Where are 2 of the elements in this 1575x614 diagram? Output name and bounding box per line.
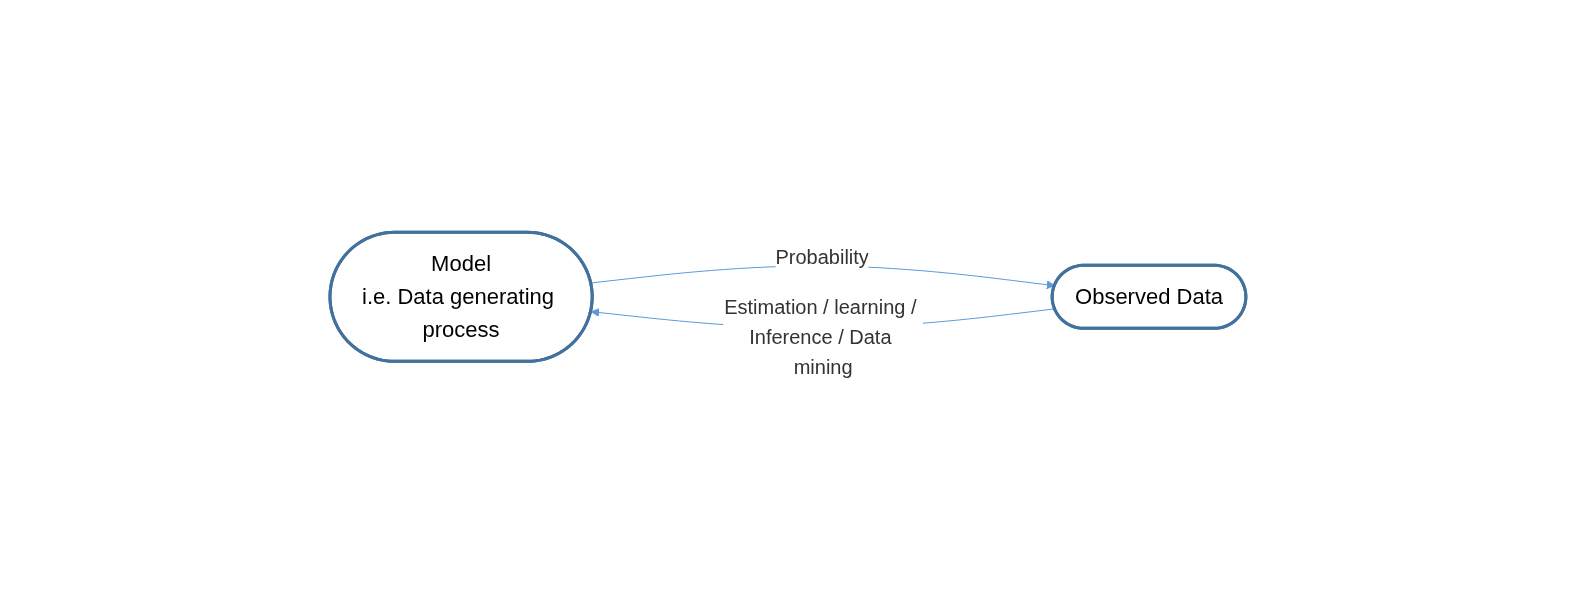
edge-label: Probability — [775, 245, 869, 268]
edge-label: Estimation / learning / Inference / Data mining — [723, 295, 917, 378]
